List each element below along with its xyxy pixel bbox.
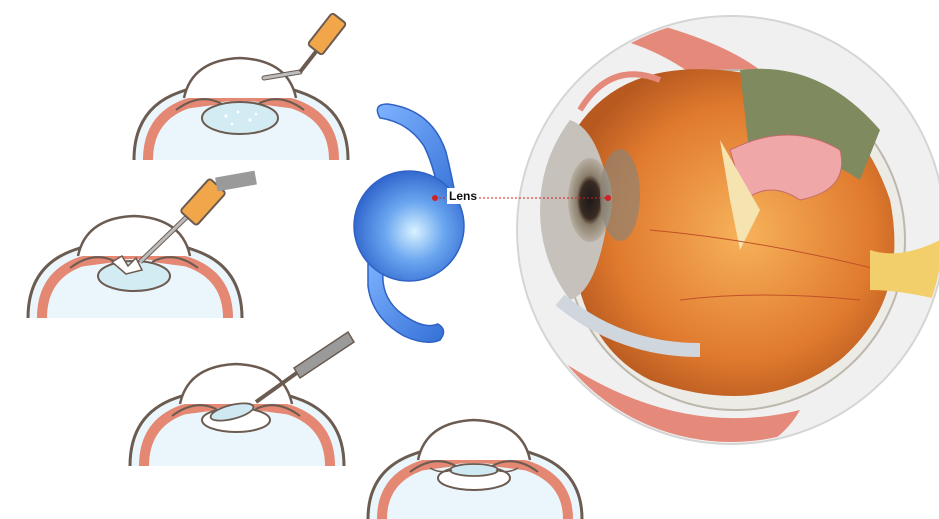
step-4-iol-in-place <box>368 420 582 519</box>
eye-cross-section-illustration <box>517 16 939 459</box>
lens-label: Lens <box>447 188 479 204</box>
step-1-incision <box>134 13 348 160</box>
step-2-phacoemulsification <box>28 171 257 318</box>
step-3-iol-insertion <box>130 332 354 466</box>
intraocular-lens-icon <box>354 104 464 342</box>
